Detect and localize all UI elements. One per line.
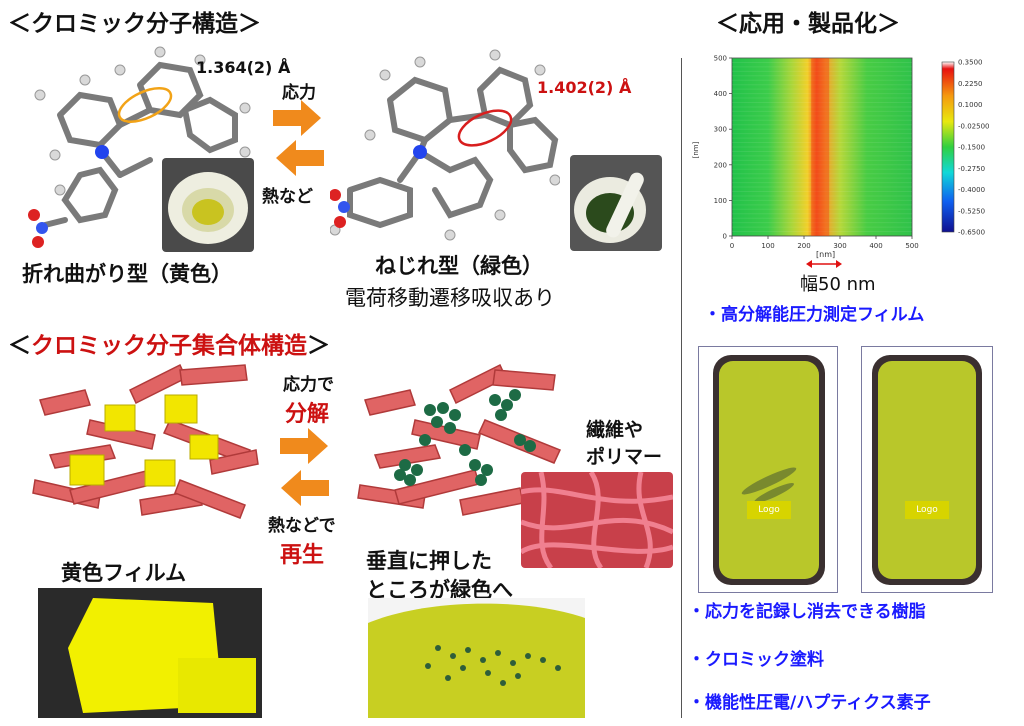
bond-length-green: 1.402(2) Å: [537, 78, 632, 97]
yellow-powder-photo: [162, 158, 254, 252]
caption-twisted-green: ねじれ型（緑色）: [375, 254, 543, 278]
bullet-chromic-paint: ・クロミック塗料: [688, 650, 824, 670]
aggregate-yellow-diagram: [32, 363, 259, 519]
aggregate-green-diagram: [357, 363, 562, 516]
colorbar-tick-label: -0.6500: [958, 229, 985, 237]
chart-x-axis-label: [nm]: [816, 250, 836, 259]
y-tick-label: 400: [714, 90, 727, 98]
colorbar-tick-label: -0.5250: [958, 207, 985, 215]
left-arrow-icon: [281, 470, 329, 506]
colorbar-tick-label: -0.2750: [958, 165, 985, 173]
bullet-stress-recording-resin: ・応力を記録し消去できる樹脂: [688, 602, 926, 622]
phone-case-photo-b: (b) Logo: [861, 346, 993, 593]
y-tick-label: 100: [714, 197, 727, 205]
bullet-piezo-haptics: ・機能性圧電/ハプティクス素子: [688, 693, 931, 713]
fiber-polymer-photo: [521, 472, 673, 568]
colorbar: [941, 61, 955, 233]
colorbar-tick-label: -0.1500: [958, 144, 985, 152]
phone-case-photo-a: (a) Logo: [698, 346, 838, 593]
y-tick-label: 200: [714, 161, 727, 169]
section-divider: [681, 58, 682, 718]
regenerate-label: 再生: [280, 543, 325, 568]
band-width-label: 幅50 nm: [800, 274, 876, 295]
fiber-label-1: 繊維や: [586, 419, 644, 441]
pressure-heatmap-chart: 0 100 200 300 400 500 0 100 200 300 400 500 0.3500 0…: [692, 55, 989, 251]
colorbar-tick-label: -0.4000: [958, 186, 985, 194]
x-tick-label: 300: [833, 242, 846, 250]
green-powder-photo: [570, 155, 662, 251]
bond-highlight-ellipse-yellow: [117, 87, 173, 123]
x-tick-label: 400: [869, 242, 882, 250]
heatmap-pressure-band: [811, 58, 830, 236]
y-tick-label: 500: [714, 55, 727, 63]
colorbar-tick-label: -0.02500: [958, 122, 989, 130]
y-tick-label: 0: [723, 233, 727, 241]
logo-label-b: Logo: [905, 501, 949, 519]
chart-y-axis-label: [nm]: [692, 141, 700, 158]
bent-molecule-diagram: [28, 46, 251, 248]
pressed-film-photo: [368, 598, 585, 718]
colorbar-tick-label: 0.3500: [958, 59, 983, 67]
logo-label-a: Logo: [747, 501, 791, 519]
heat-regenerate-label: 熱などで: [268, 516, 336, 536]
caption-pressed-green-1: 垂直に押した: [366, 549, 492, 573]
right-arrow-icon: [273, 100, 321, 136]
x-tick-label: 100: [761, 242, 774, 250]
fiber-label-2: ポリマー: [586, 446, 663, 468]
heat-arrow-label: 熱など: [262, 187, 313, 207]
twisted-molecule-diagram: [330, 49, 560, 241]
x-tick-label: 0: [730, 242, 734, 250]
x-tick-label: 500: [905, 242, 918, 250]
left-arrow-icon: [276, 140, 324, 176]
bond-highlight-ellipse-red: [457, 109, 513, 147]
caption-bent-yellow: 折れ曲がり型（黄色）: [22, 262, 232, 286]
caption-yellow-film: 黄色フィルム: [61, 561, 187, 585]
heatmap-field: [731, 57, 913, 237]
stress-decompose-label: 応力で: [283, 375, 334, 395]
application-heading: ＜応用・製品化＞: [716, 11, 900, 37]
nitrogen-atom: [95, 145, 109, 159]
bullet-high-resolution-film: ・高分解能圧力測定フィルム: [704, 305, 925, 325]
molecular-structure-heading: ＜クロミック分子構造＞: [8, 11, 261, 37]
caption-charge-transfer: 電荷移動遷移吸収あり: [345, 286, 555, 310]
colorbar-tick-label: 0.1000: [958, 101, 983, 109]
right-arrow-icon: [280, 428, 328, 464]
aggregate-structure-heading: ＜クロミック分子集合体構造＞: [8, 333, 330, 359]
colorbar-tick-label: 0.2250: [958, 80, 983, 88]
x-tick-label: 200: [797, 242, 810, 250]
stress-arrow-label: 応力: [282, 83, 316, 103]
yellow-film-photo: [38, 588, 262, 718]
bond-length-yellow: 1.364(2) Å: [196, 58, 291, 77]
y-tick-label: 300: [714, 126, 727, 134]
decompose-label: 分解: [285, 402, 330, 427]
double-arrow-icon: [806, 260, 842, 268]
